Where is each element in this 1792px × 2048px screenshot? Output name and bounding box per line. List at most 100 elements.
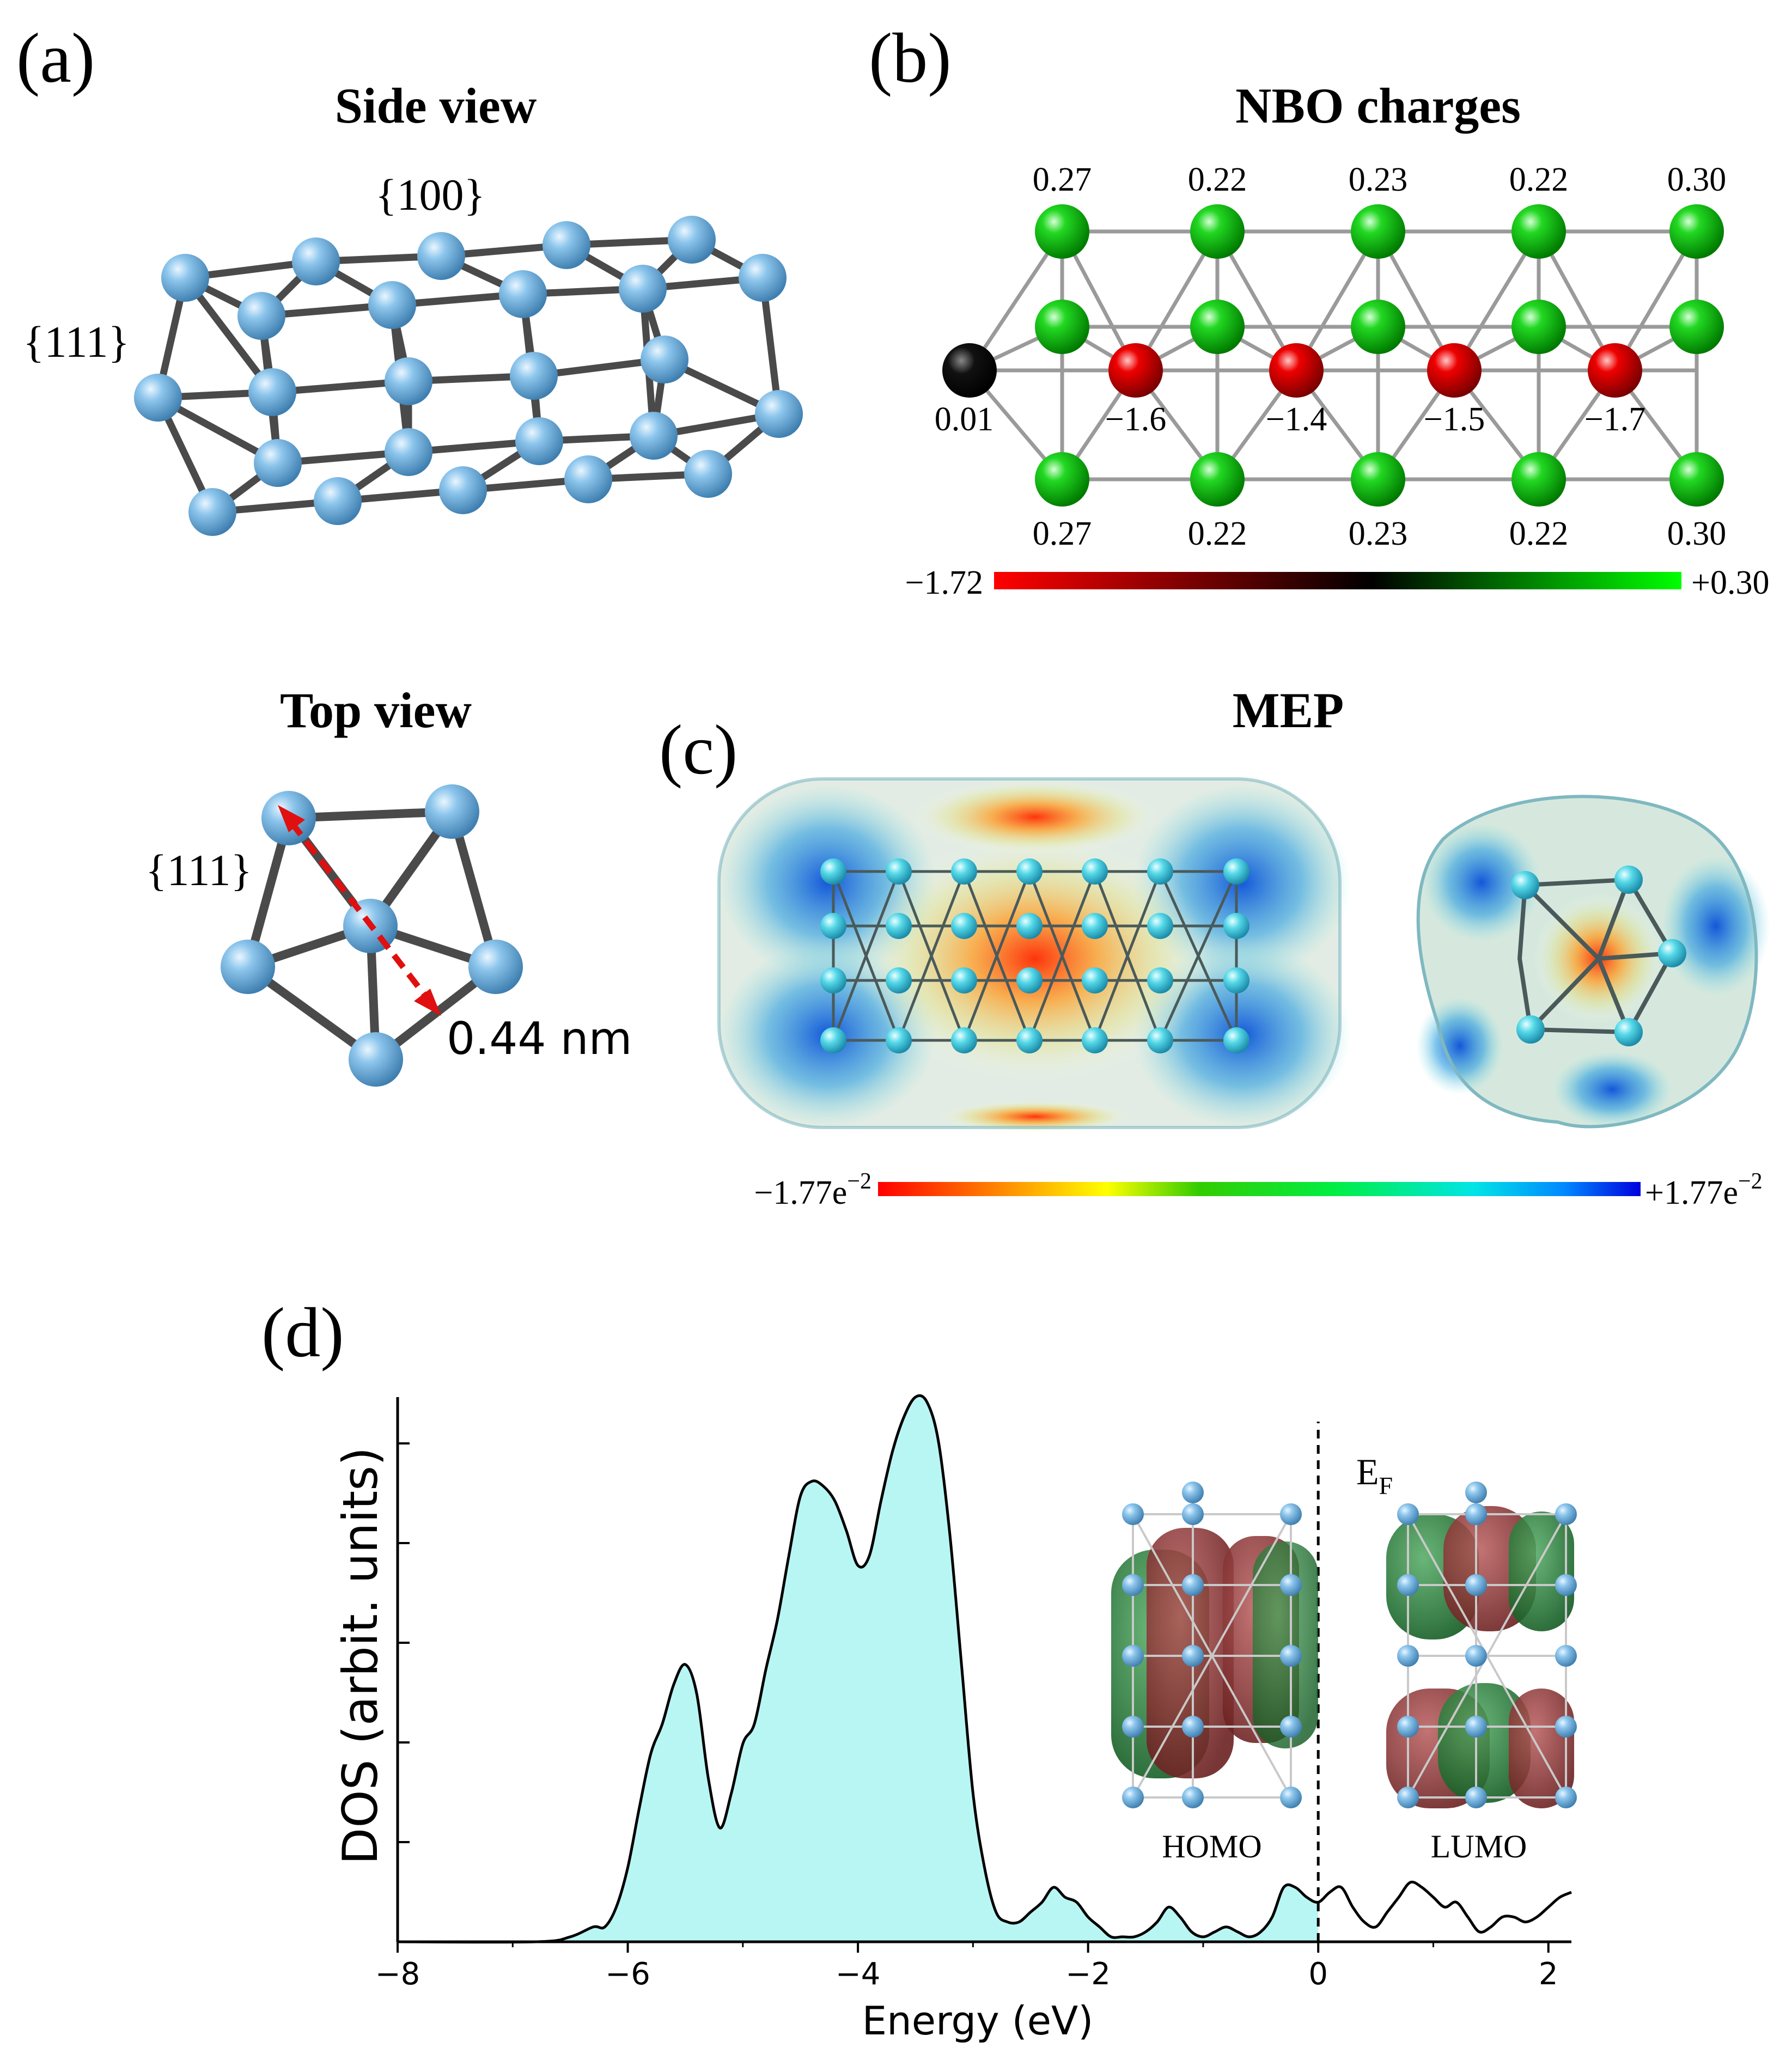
dos-x-axis-label: Energy (eV) <box>862 1998 1094 2044</box>
mep-atom <box>886 1027 912 1053</box>
orbital-atom <box>1280 1716 1302 1738</box>
nbo-atom-positive <box>1669 452 1724 507</box>
nbo-atom-negative <box>1427 343 1482 398</box>
nbo-bottom-charge: 0.22 <box>1509 515 1569 552</box>
mep-atom <box>951 1027 977 1053</box>
side-atom <box>385 428 432 476</box>
orbital-atom <box>1182 1645 1204 1667</box>
nbo-scale-min: −1.72 <box>905 564 983 601</box>
facet-100-label: {100} <box>375 170 485 220</box>
mep-atom <box>820 967 846 993</box>
nbo-bottom-charge: 0.30 <box>1667 515 1727 552</box>
orbital-atom <box>1122 1503 1144 1525</box>
side-atom <box>510 352 558 400</box>
mep-atom <box>1223 858 1249 885</box>
nbo-bonds <box>968 229 1699 481</box>
nbo-atom-positive <box>1035 204 1089 259</box>
diameter-label: 0.44 nm <box>447 1013 632 1065</box>
nbo-atom-positive <box>1511 300 1566 354</box>
dos-x-tick-label: 2 <box>1539 1956 1558 1992</box>
mep-atom <box>951 967 977 993</box>
side-atom <box>630 412 678 460</box>
mep-atom <box>951 913 977 939</box>
mep-side-surface <box>717 777 1351 1133</box>
panel-c: (c) MEP <box>659 682 1770 1211</box>
side-atom <box>755 390 803 438</box>
homo-label: HOMO <box>1162 1828 1261 1864</box>
mep-atom <box>820 913 846 939</box>
side-atom <box>619 265 667 313</box>
mep-scale-max-exp: −2 <box>1738 1169 1763 1194</box>
nbo-color-scale <box>994 572 1681 589</box>
dos-x-tick-label: −6 <box>605 1956 650 1992</box>
mep-atom <box>1147 1027 1173 1053</box>
side-atom <box>292 237 340 285</box>
dos-x-tick-label: −8 <box>375 1956 420 1992</box>
nbo-atom-positive <box>1511 204 1566 259</box>
nbo-core-charge: −1.4 <box>1266 401 1327 438</box>
orbital-atom <box>1182 1574 1204 1596</box>
fermi-label-main: E <box>1356 1451 1379 1492</box>
side-atom <box>134 374 182 422</box>
orbital-atom <box>1280 1574 1302 1596</box>
nbo-top-charge: 0.23 <box>1349 161 1408 198</box>
nbo-top-charge: 0.22 <box>1509 161 1569 198</box>
orbital-atom <box>1397 1787 1419 1808</box>
nbo-atom-positive <box>1351 300 1405 354</box>
side-bond <box>181 274 276 396</box>
orbital-atom <box>1182 1482 1204 1503</box>
nbo-atom-positive <box>1035 452 1089 507</box>
nbo-atoms <box>942 204 1724 507</box>
diameter-arrow <box>278 805 441 1016</box>
mep-atom <box>1016 858 1043 885</box>
nbo-atom-negative <box>1269 343 1324 398</box>
mep-atom <box>1016 913 1043 939</box>
mep-atom <box>1082 1027 1108 1053</box>
orbital-atom <box>1397 1503 1419 1525</box>
mep-atom <box>1082 967 1108 993</box>
side-atom <box>739 254 787 302</box>
orbital-atom <box>1465 1574 1487 1596</box>
nbo-atom-negative <box>1588 343 1642 398</box>
orbital-atom <box>1182 1716 1204 1738</box>
mep-atom <box>1016 1027 1043 1053</box>
dos-y-axis-label: DOS (arbit. units) <box>332 1447 388 1865</box>
mep-atom <box>1223 967 1249 993</box>
nbo-atom-positive <box>1511 452 1566 507</box>
mep-atom <box>1082 858 1108 885</box>
side-atom <box>641 336 688 383</box>
orbital-atom <box>1465 1645 1487 1667</box>
nbo-top-charge: 0.22 <box>1188 161 1247 198</box>
side-atom <box>668 216 716 264</box>
mep-atom <box>1147 913 1173 939</box>
top-view-title: Top view <box>280 682 472 738</box>
nbo-core-charges: −1.6−1.4−1.5−1.7 <box>1105 401 1645 438</box>
orbital-atom <box>1397 1574 1419 1596</box>
nbo-atom-positive <box>1351 204 1405 259</box>
side-atom <box>499 270 547 318</box>
mep-atom <box>820 858 846 885</box>
orbital-atom <box>1555 1716 1577 1738</box>
orbital-atom <box>1182 1503 1204 1525</box>
side-atom <box>543 221 590 269</box>
dos-x-tick-label: −4 <box>836 1956 881 1992</box>
lumo-orbital: LUMO <box>1386 1482 1577 1864</box>
orbital-atom <box>1280 1503 1302 1525</box>
panel-c-label: (c) <box>659 711 737 789</box>
side-atom <box>314 477 362 525</box>
mep-atom <box>886 858 912 885</box>
mep-atom <box>886 967 912 993</box>
mep-atom <box>951 858 977 885</box>
nbo-core-charge: −1.5 <box>1424 401 1485 438</box>
nbo-scale-max: +0.30 <box>1691 564 1769 601</box>
orbital-atom <box>1555 1574 1577 1596</box>
nbo-bottom-charge: 0.27 <box>1033 515 1092 552</box>
panel-d-label: (d) <box>261 1294 344 1372</box>
side-atom <box>237 292 285 340</box>
side-atom <box>385 357 432 405</box>
